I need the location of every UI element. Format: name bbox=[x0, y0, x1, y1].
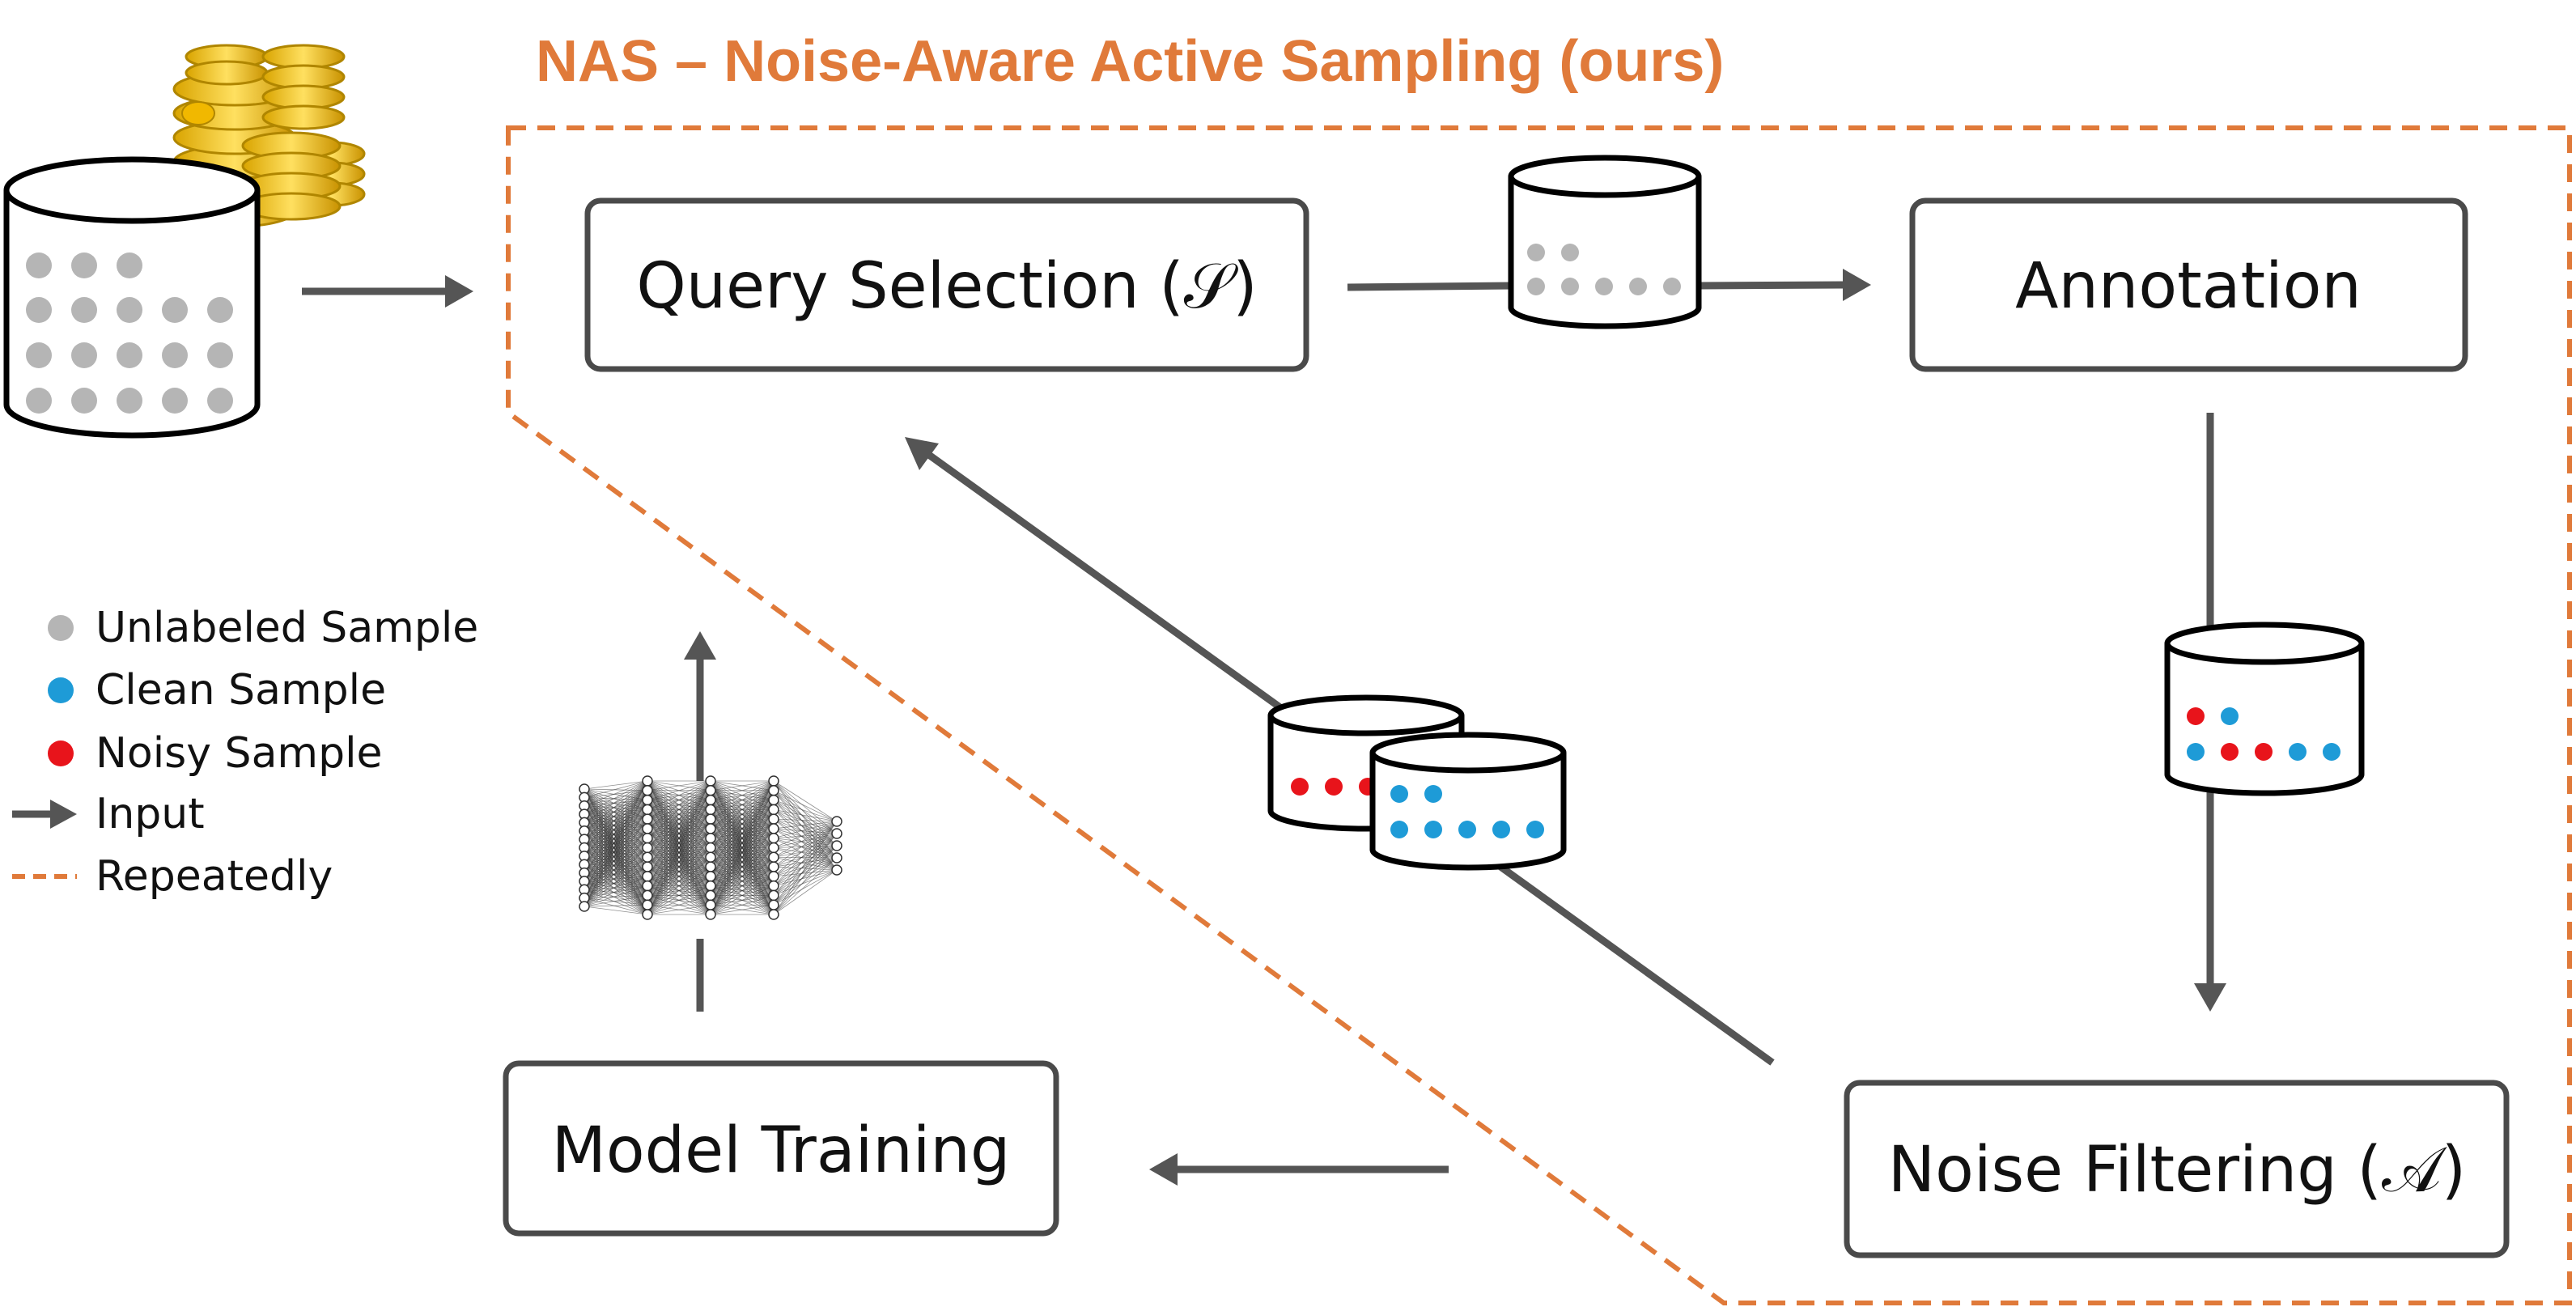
query-selection-box: Query Selection (𝒮) bbox=[584, 197, 1309, 372]
coins-icon bbox=[172, 44, 366, 228]
annotation-box: Annotation bbox=[1909, 197, 2468, 372]
legend-repeatedly-label: Repeatedly bbox=[95, 852, 333, 901]
filtering-to-training-arrow bbox=[1149, 1153, 1449, 1186]
noisy-legend-marker bbox=[48, 740, 74, 766]
model-training-label: Model Training bbox=[552, 1114, 1011, 1187]
model-training-box: Model Training bbox=[503, 1060, 1059, 1237]
nas-region-boundary bbox=[506, 125, 2572, 1305]
selected-samples-database-icon bbox=[1508, 155, 1702, 329]
selection-to-annotation-arrow bbox=[1347, 269, 1871, 301]
legend-input-label: Input bbox=[95, 790, 205, 838]
filtering-to-selection-arrow bbox=[905, 437, 1775, 1066]
neural-network-icon bbox=[579, 775, 842, 920]
legend-clean-label: Clean Sample bbox=[95, 666, 386, 715]
noise-filtering-box: Noise Filtering (𝒜) bbox=[1844, 1080, 2510, 1258]
legend: Unlabeled Sample Clean Sample Noisy Samp… bbox=[12, 604, 478, 901]
training-output-arrow bbox=[684, 631, 716, 1012]
legend-unlabeled-label: Unlabeled Sample bbox=[95, 604, 478, 652]
clean-legend-marker bbox=[48, 677, 74, 703]
noise-filtering-label: Noise Filtering (𝒜) bbox=[1888, 1134, 2466, 1207]
filtered-clean-database-icon bbox=[1369, 732, 1567, 871]
annotation-label: Annotation bbox=[2015, 250, 2362, 323]
legend-noisy-label: Noisy Sample bbox=[95, 729, 383, 778]
diagram-title: NAS – Noise-Aware Active Sampling (ours) bbox=[536, 29, 1724, 94]
input-legend-arrow-icon bbox=[12, 800, 77, 829]
unlabeled-legend-marker bbox=[48, 615, 74, 641]
annotated-samples-database-icon bbox=[2164, 622, 2365, 796]
unlabeled-pool-database-icon bbox=[3, 156, 261, 439]
input-arrow bbox=[302, 275, 473, 308]
query-selection-label: Query Selection (𝒮) bbox=[636, 250, 1257, 323]
annotation-to-filtering-arrow bbox=[2194, 413, 2226, 1012]
